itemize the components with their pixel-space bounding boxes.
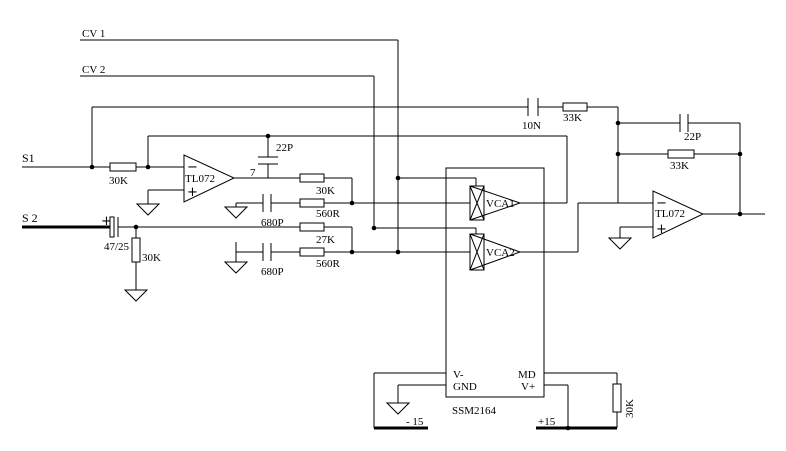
- label-cv2: CV 2: [82, 64, 105, 76]
- label-r-560r-a: 560R: [316, 208, 341, 220]
- ground-symbol: [607, 237, 633, 250]
- label-c-4725: 47/25: [104, 241, 130, 253]
- label-pin-gnd: GND: [453, 381, 477, 393]
- vca1: [469, 185, 522, 221]
- label-c-680p-a: 680P: [261, 217, 284, 229]
- label-s2: S 2: [22, 211, 38, 225]
- resistor-30k-a: [299, 173, 325, 183]
- resistor-27k: [299, 222, 325, 232]
- capacitor-10n: [527, 98, 539, 116]
- resistor-md-30k: [612, 383, 622, 413]
- ground-symbol: [223, 206, 249, 219]
- label-r-560r-b: 560R: [316, 258, 341, 270]
- label-r-33k-fb: 33K: [670, 160, 689, 172]
- label-c-680p-b: 680P: [261, 266, 284, 278]
- labels: CV 1 CV 2 S1 S 2 30K 22P 7 30K 680P 560R…: [22, 28, 701, 428]
- ground-symbol: [385, 402, 411, 415]
- ground-symbol: [123, 289, 149, 302]
- resistor-input-30k: [109, 162, 137, 172]
- label-opamp2-name: TL072: [655, 208, 685, 220]
- resistor-560r-b: [299, 247, 325, 257]
- label-s1: S1: [22, 151, 35, 165]
- label-c-4725-plus: +: [101, 214, 112, 229]
- label-pin-md: MD: [518, 369, 536, 381]
- label-c-22p-out: 22P: [684, 131, 701, 143]
- ground-symbol: [223, 261, 249, 274]
- label-cv1: CV 1: [82, 28, 105, 40]
- label-r-27k: 27K: [316, 234, 335, 246]
- label-r-30k-a: 30K: [316, 185, 335, 197]
- ground-symbol: [135, 203, 161, 216]
- label-vca1: VCA1: [486, 198, 515, 210]
- label-opamp2-minus: −: [656, 196, 667, 211]
- label-ic-name: SSM2164: [452, 405, 497, 417]
- capacitor-22p-feedback: [258, 156, 278, 165]
- resistor-560r-a: [299, 198, 325, 208]
- label-c-fb1: 22P: [276, 142, 293, 154]
- capacitor-47-25: [109, 216, 119, 238]
- label-opamp1-pin: 7: [250, 167, 256, 179]
- resistor-ground-30k: [131, 237, 141, 263]
- label-c-10n: 10N: [522, 120, 541, 132]
- label-r-md-30k: 30K: [624, 399, 636, 418]
- label-rail-neg: - 15: [406, 416, 424, 428]
- opamp-2: [652, 190, 705, 239]
- label-opamp1-minus: −: [187, 160, 198, 175]
- wires: [22, 39, 765, 430]
- capacitor-680p-b: [262, 243, 272, 261]
- label-r-33k-top: 33K: [563, 112, 582, 124]
- resistor-33k-feedback: [667, 149, 695, 159]
- label-r-in1: 30K: [109, 175, 128, 187]
- label-pin-vminus: V-: [453, 369, 464, 381]
- label-opamp1-plus: +: [187, 185, 198, 200]
- capacitor-680p-a: [262, 194, 272, 212]
- label-pin-vplus: V+: [521, 381, 535, 393]
- label-opamp1-name: TL072: [185, 173, 215, 185]
- ic-ssm2164-body: [445, 167, 545, 398]
- label-r-gnd-30k: 30K: [142, 252, 161, 264]
- label-vca2: VCA2: [486, 247, 515, 259]
- vca2: [469, 233, 522, 271]
- resistor-33k-top: [562, 102, 588, 112]
- label-rail-pos: +15: [538, 416, 556, 428]
- capacitor-22p-output: [679, 114, 689, 132]
- label-opamp2-plus: +: [656, 222, 667, 237]
- opamp-1: [183, 154, 236, 203]
- junction-dots: [89, 120, 743, 431]
